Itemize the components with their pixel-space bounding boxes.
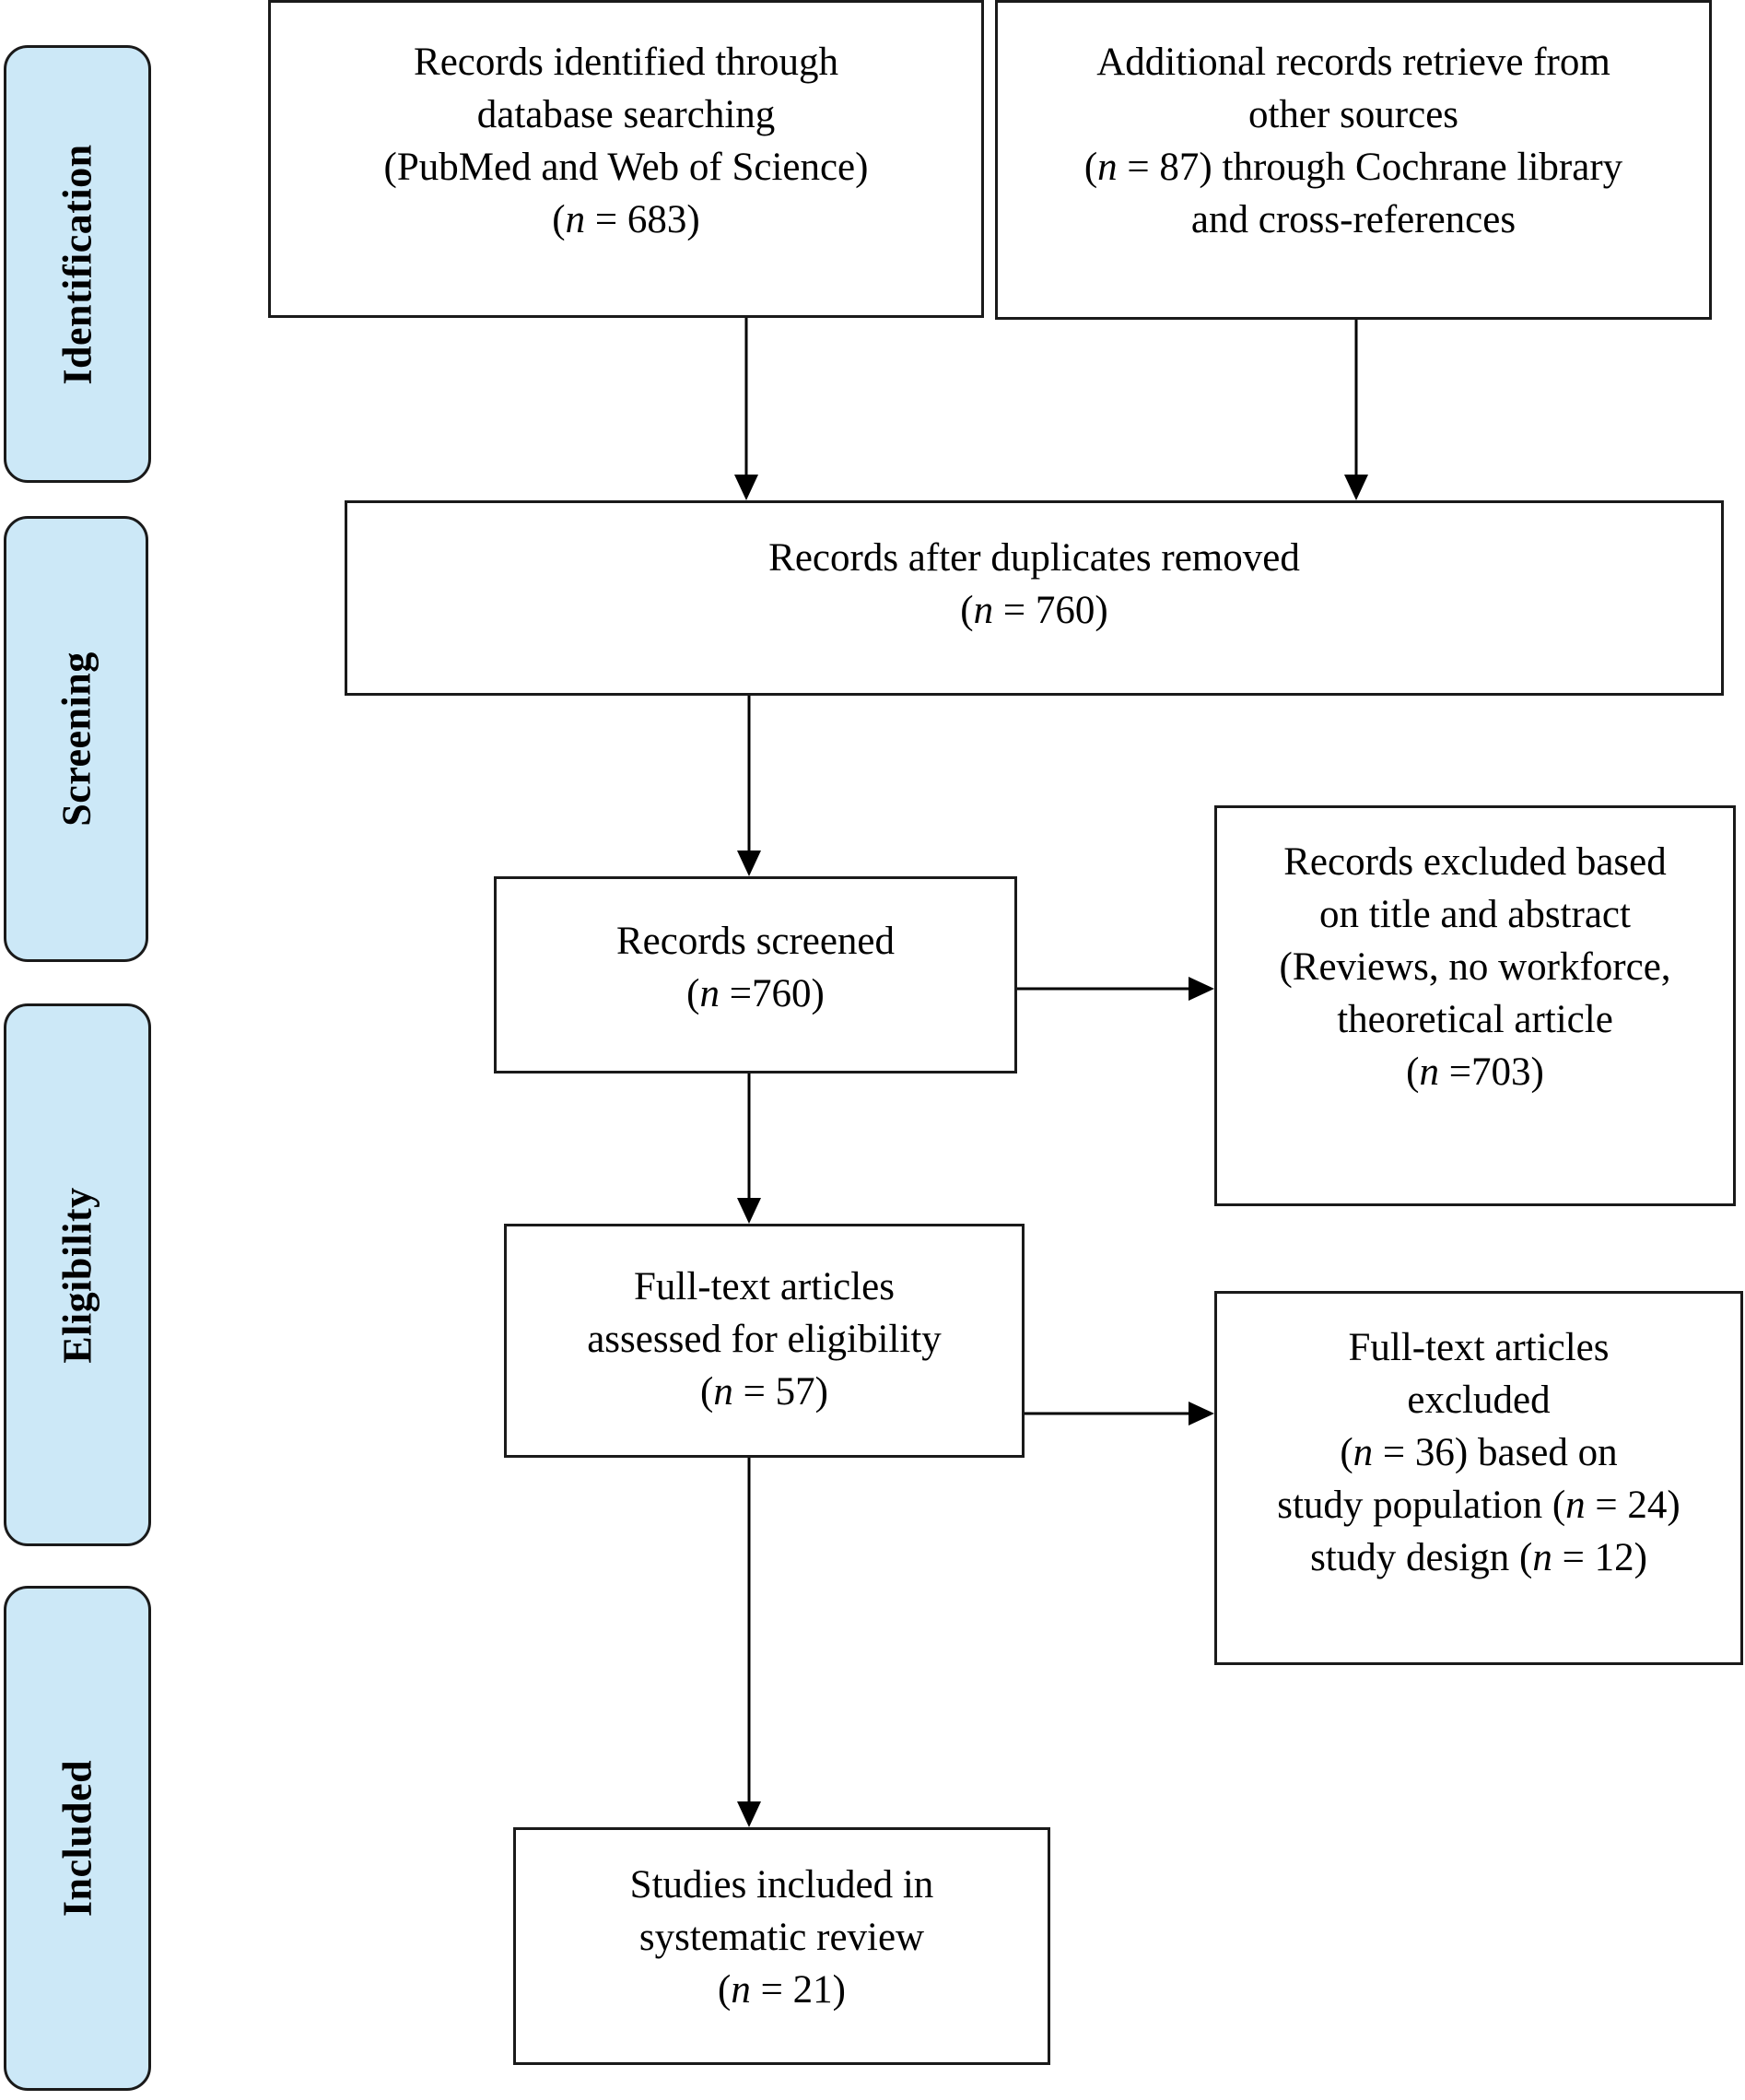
fulltext-excluded-count: (n = 36) based on: [1340, 1431, 1618, 1474]
additional-line1: Additional records retrieve from: [1096, 41, 1610, 84]
fulltext-excluded-design: study design (n = 12): [1310, 1536, 1647, 1579]
box-duplicates-removed: Records after duplicates removed (n = 76…: [345, 500, 1724, 696]
fulltext-line1: Full-text articles: [633, 1265, 895, 1308]
stage-identification: Identification: [4, 45, 151, 483]
box-additional-records: Additional records retrieve from other s…: [995, 0, 1712, 320]
fulltext-line2: assessed for eligibility: [587, 1318, 942, 1361]
database-line1: Records identified through: [414, 41, 838, 84]
box-records-screened: Records screened (n =760): [494, 876, 1017, 1073]
duplicates-line1: Records after duplicates removed: [768, 536, 1300, 580]
stage-screening: Screening: [4, 516, 148, 962]
fulltext-excluded-line2: excluded: [1407, 1378, 1551, 1422]
database-count: (n = 683): [552, 198, 700, 241]
box-fulltext-assessed: Full-text articles assessed for eligibil…: [504, 1224, 1025, 1458]
fulltext-excluded-line1: Full-text articles: [1348, 1326, 1610, 1369]
included-line2: systematic review: [638, 1916, 925, 1959]
excluded-title-line3: (Reviews, no workforce,: [1279, 945, 1671, 989]
stage-included: Included: [4, 1586, 151, 2091]
additional-count: (n = 87) through Cochrane library: [1083, 146, 1623, 189]
fulltext-excluded-population: study population (n = 24): [1277, 1484, 1681, 1527]
box-database-records: Records identified through database sear…: [268, 0, 984, 318]
stage-eligibility: Eligibility: [4, 1003, 151, 1546]
screened-count: (n =760): [686, 972, 825, 1015]
included-count: (n = 21): [718, 1968, 846, 2012]
duplicates-count: (n = 760): [960, 589, 1108, 632]
additional-line2: other sources: [1247, 93, 1459, 136]
included-line1: Studies included in: [629, 1863, 934, 1906]
additional-line4: and cross-references: [1190, 198, 1517, 241]
box-studies-included: Studies included in systematic review (n…: [513, 1827, 1050, 2065]
box-fulltext-excluded: Full-text articles excluded (n = 36) bas…: [1214, 1291, 1743, 1665]
fulltext-count: (n = 57): [700, 1370, 828, 1414]
database-line2: database searching: [476, 93, 776, 136]
box-records-excluded-title: Records excluded based on title and abst…: [1214, 805, 1736, 1206]
excluded-title-count: (n =703): [1406, 1050, 1544, 1094]
database-line3: (PubMed and Web of Science): [383, 146, 869, 189]
excluded-title-line4: theoretical article: [1337, 998, 1613, 1041]
screened-line1: Records screened: [615, 920, 896, 963]
excluded-title-line2: on title and abstract: [1319, 893, 1631, 936]
excluded-title-line1: Records excluded based: [1283, 840, 1667, 884]
